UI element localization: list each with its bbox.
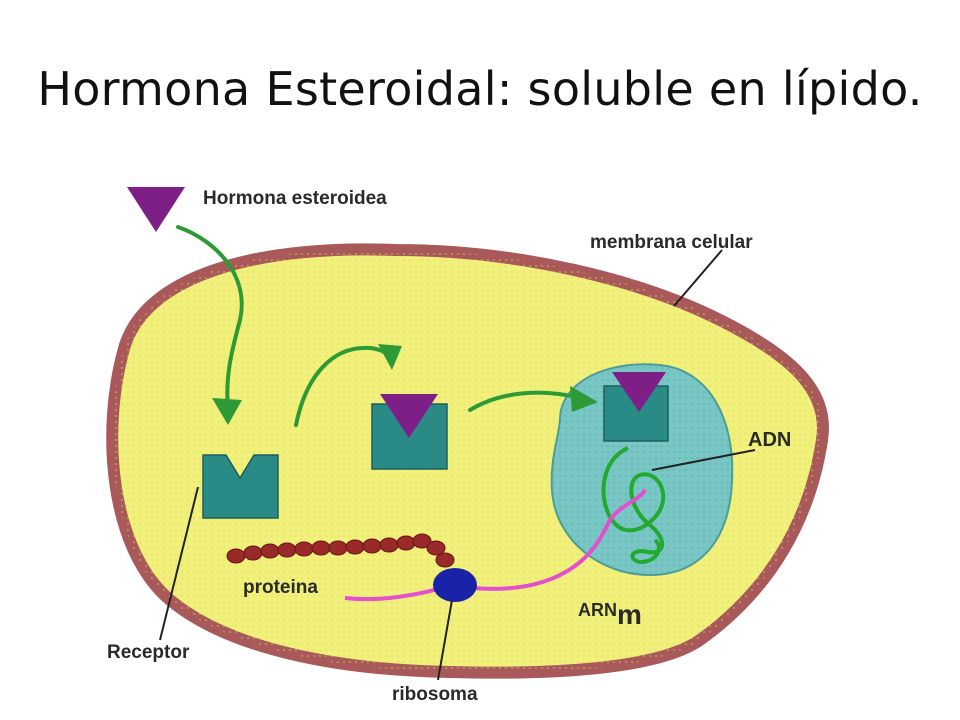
transport-arrows: [176, 225, 598, 427]
protein-bead: [396, 535, 416, 551]
protein-chain: [226, 533, 455, 568]
label-rna-sub: m: [617, 599, 642, 630]
leader-dna: [651, 449, 756, 471]
protein-bead: [277, 542, 297, 558]
hormone-triangle-bound: [380, 394, 438, 438]
label-ribosome: ribosoma: [392, 684, 478, 705]
leader-lines: [159, 249, 756, 681]
arrow-bind-head: [378, 344, 402, 370]
arrow-nucleus: [468, 390, 582, 412]
leader-receptor: [159, 486, 199, 641]
protein-bead: [379, 537, 399, 553]
arrow-entry: [176, 225, 244, 412]
protein-bead: [412, 533, 432, 549]
protein-bead: [435, 552, 455, 568]
label-membrane: membrana celular: [590, 232, 753, 253]
arrow-nucleus-head: [570, 386, 598, 412]
nucleus: [550, 363, 734, 577]
nucleus-texture: [551, 364, 733, 575]
receptor-empty: [202, 454, 279, 519]
hormone-triangle-nuclear: [612, 372, 666, 412]
label-hormone: Hormona esteroidea: [203, 188, 387, 209]
ribosome: [433, 568, 477, 602]
leader-membrane: [673, 249, 723, 307]
leader-ribosome: [437, 599, 453, 681]
label-rna-main: ARN: [578, 600, 617, 620]
label-dna: ADN: [748, 429, 791, 451]
hormone-triangle-outside: [127, 187, 185, 232]
label-rna: ARNm: [578, 599, 642, 630]
protein-bead: [243, 545, 263, 561]
label-protein: proteina: [243, 577, 318, 598]
mrna-strand: [344, 488, 647, 602]
protein-bead: [426, 540, 446, 556]
protein-bead: [362, 538, 382, 554]
protein-bead: [311, 540, 331, 556]
protein-bead: [226, 548, 246, 564]
arrow-entry-head: [212, 398, 242, 425]
protein-bead: [294, 541, 314, 557]
slide-title: Hormona Esteroidal: soluble en lípido.: [37, 62, 923, 116]
label-receptor: Receptor: [107, 642, 190, 663]
protein-bead: [345, 539, 365, 555]
protein-bead: [260, 543, 280, 559]
protein-bead: [328, 540, 348, 556]
